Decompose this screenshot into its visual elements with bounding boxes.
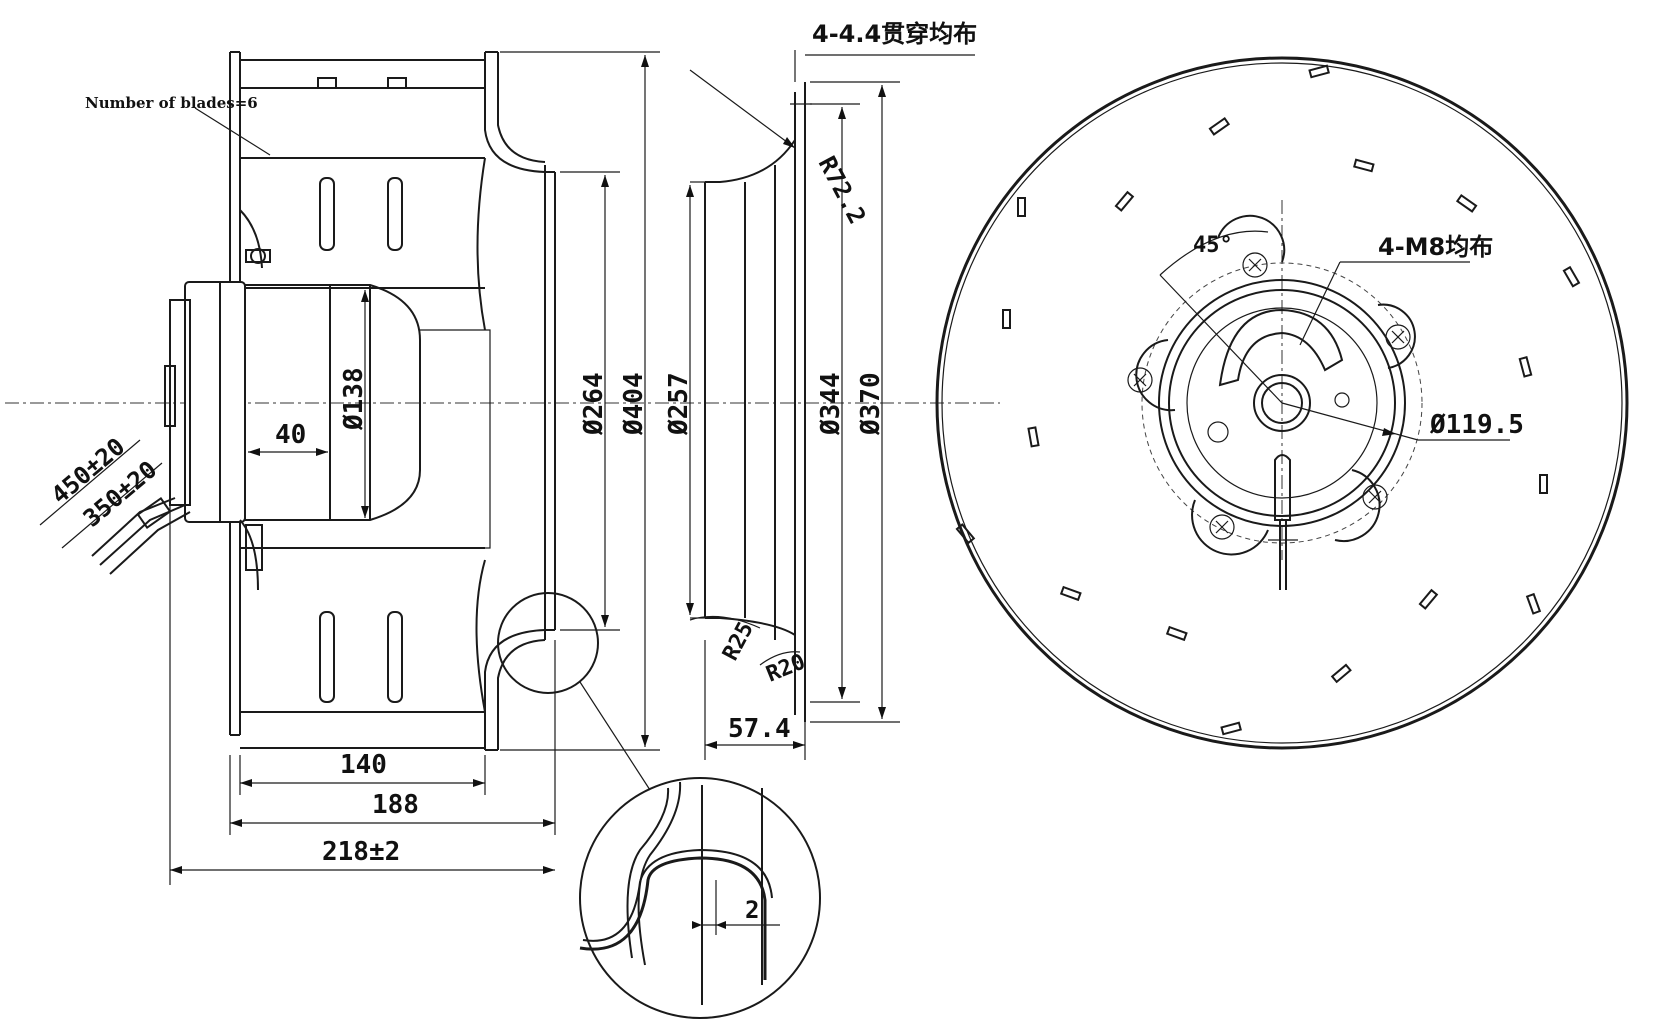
radius-72-label: R72.2 <box>813 152 872 229</box>
front-view: 45° 4-M8均布 Ø119.5 <box>935 56 1629 750</box>
dia-344-label: Ø344 <box>816 372 846 436</box>
section-view: Ø257 Ø344 Ø370 4-4.4贯穿均布 R72.2 R25 R20 <box>664 20 977 760</box>
dim-218-label: 218±2 <box>322 837 400 867</box>
dia-119-label: Ø119.5 <box>1429 410 1524 440</box>
dim-40-label: 40 <box>275 420 306 450</box>
detail-view: 2 <box>579 777 821 1019</box>
depth-57-label: 57.4 <box>728 714 791 744</box>
blade-marks <box>955 64 1581 736</box>
dim-140-label: 140 <box>340 750 387 780</box>
gap-2-label: 2 <box>745 896 759 924</box>
dia-370-label: Ø370 <box>856 372 886 436</box>
motor-diameter-label: Ø138 <box>339 367 369 431</box>
blades-note: Number of blades=6 <box>85 94 258 112</box>
angle-45-label: 45° <box>1193 233 1233 258</box>
radius-20-label: R20 <box>763 649 809 687</box>
holes-note: 4-4.4贯穿均布 <box>812 20 977 48</box>
dia-404-label: Ø404 <box>619 372 649 436</box>
dia-257-label: Ø257 <box>664 372 694 436</box>
threads-note: 4-M8均布 <box>1378 233 1493 261</box>
side-view: Number of blades=6 Ø138 40 140 188 218±2 <box>5 51 1000 885</box>
mount-lobes <box>1127 214 1416 556</box>
dim-188-label: 188 <box>372 790 419 820</box>
dia-264-label: Ø264 <box>579 372 609 436</box>
